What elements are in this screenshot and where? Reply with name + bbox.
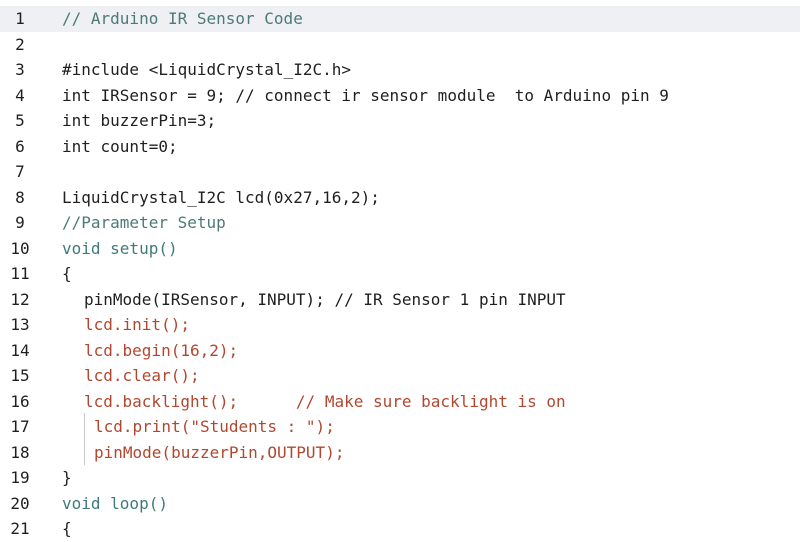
line-number: 11 [10, 264, 30, 284]
code-line-11[interactable]: 11 { [0, 261, 800, 287]
code-text: lcd.clear(); [84, 366, 200, 386]
line-number: 21 [10, 519, 30, 539]
code-line-10[interactable]: 10 void setup() [0, 236, 800, 262]
line-number: 5 [15, 111, 25, 131]
code-line-6[interactable]: 6 int count=0; [0, 134, 800, 160]
code-line-4[interactable]: 4 int IRSensor = 9; // connect ir sensor… [0, 83, 800, 109]
line-number: 15 [10, 366, 30, 386]
code-line-17[interactable]: 17 lcd.print("Students : "); [0, 414, 800, 440]
line-number: 18 [10, 442, 30, 462]
code-line-1[interactable]: 1 // Arduino IR Sensor Code [0, 6, 800, 32]
code-text: void loop() [62, 493, 168, 513]
code-line-16[interactable]: 16 lcd.backlight(); // Make sure backlig… [0, 389, 800, 415]
code-line-15[interactable]: 15 lcd.clear(); [0, 363, 800, 389]
code-text: lcd.begin(16,2); [84, 340, 239, 360]
code-text: lcd.print("Students : "); [94, 417, 335, 437]
line-number: 9 [15, 213, 25, 233]
code-text: pinMode(buzzerPin,OUTPUT); [94, 442, 345, 462]
line-number: 7 [15, 162, 25, 182]
code-line-12[interactable]: 12 pinMode(IRSensor, INPUT); // IR Senso… [0, 287, 800, 313]
code-text: void setup() [62, 238, 178, 258]
line-number: 13 [10, 315, 30, 335]
line-number: 3 [15, 60, 25, 80]
line-number: 6 [15, 136, 25, 156]
line-number: 19 [10, 468, 30, 488]
code-text: #include <LiquidCrystal_I2C.h> [62, 60, 351, 80]
code-line-5[interactable]: 5 int buzzerPin=3; [0, 108, 800, 134]
code-line-19[interactable]: 19 } [0, 465, 800, 491]
code-text: lcd.init(); [84, 315, 190, 335]
line-number: 14 [10, 340, 30, 360]
line-number: 17 [10, 417, 30, 437]
code-line-21[interactable]: 21 { [0, 516, 800, 542]
code-line-18[interactable]: 18 pinMode(buzzerPin,OUTPUT); [0, 440, 800, 466]
code-text: int buzzerPin=3; [62, 111, 217, 131]
code-line-8[interactable]: 8 LiquidCrystal_I2C lcd(0x27,16,2); [0, 185, 800, 211]
line-number: 1 [15, 9, 25, 29]
code-line-2[interactable]: 2 [0, 32, 800, 58]
code-line-20[interactable]: 20 void loop() [0, 491, 800, 517]
code-text: { [62, 519, 72, 539]
code-text: int IRSensor = 9; // connect ir sensor m… [62, 85, 669, 105]
code-text: int count=0; [62, 136, 178, 156]
line-number: 4 [15, 85, 25, 105]
code-text: LiquidCrystal_I2C lcd(0x27,16,2); [62, 187, 380, 207]
code-line-3[interactable]: 3 #include <LiquidCrystal_I2C.h> [0, 57, 800, 83]
code-text: } [62, 468, 72, 488]
code-text: pinMode(IRSensor, INPUT); // IR Sensor 1… [84, 289, 566, 309]
code-text: lcd.backlight(); // Make sure backlight … [84, 391, 566, 411]
code-line-14[interactable]: 14 lcd.begin(16,2); [0, 338, 800, 364]
line-number: 8 [15, 187, 25, 207]
code-line-13[interactable]: 13 lcd.init(); [0, 312, 800, 338]
line-number: 12 [10, 289, 30, 309]
code-line-7[interactable]: 7 [0, 159, 800, 185]
code-comment: //Parameter Setup [62, 213, 226, 233]
line-number: 20 [10, 493, 30, 513]
line-number: 10 [10, 238, 30, 258]
code-line-9[interactable]: 9 //Parameter Setup [0, 210, 800, 236]
indent-guide [84, 413, 85, 465]
code-comment: // Arduino IR Sensor Code [62, 9, 303, 29]
line-number: 16 [10, 391, 30, 411]
line-number: 2 [15, 34, 25, 54]
code-text: { [62, 264, 72, 284]
